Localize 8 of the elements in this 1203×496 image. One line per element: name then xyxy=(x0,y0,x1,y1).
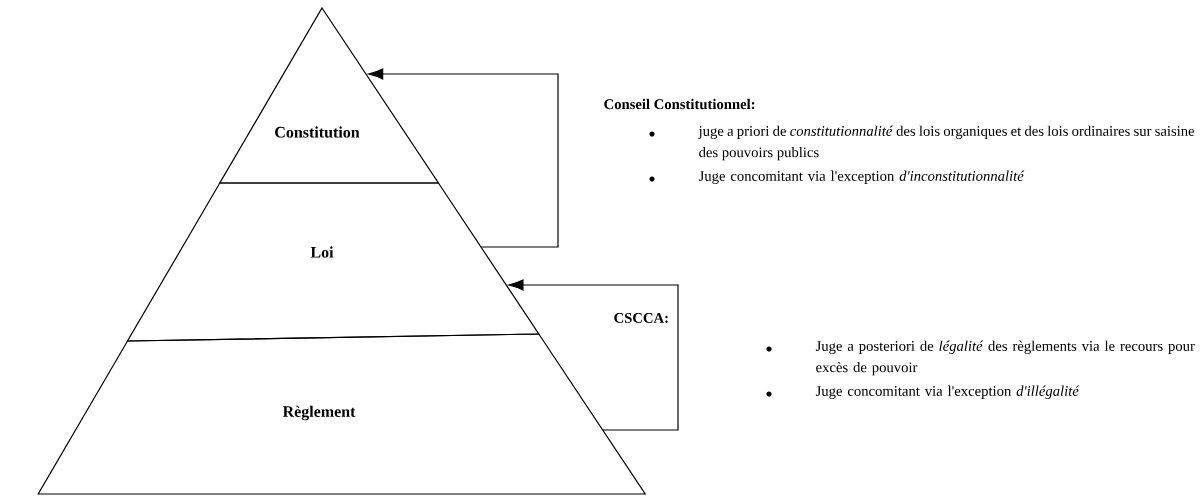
arrow xyxy=(367,68,559,248)
heading: Conseil Constitutionnel: xyxy=(604,98,755,110)
pyramid-band: Règlement xyxy=(37,333,647,495)
bullet-text: Juge concomitant via l'exception d'illégalité xyxy=(815,385,1080,399)
arrow xyxy=(508,279,679,431)
bullet-text: Juge concomitant via l'exception d'inconstitutionnalité xyxy=(698,170,1025,184)
pyramid-band: Loi xyxy=(126,182,540,342)
heading: CSCCA: xyxy=(614,313,668,323)
